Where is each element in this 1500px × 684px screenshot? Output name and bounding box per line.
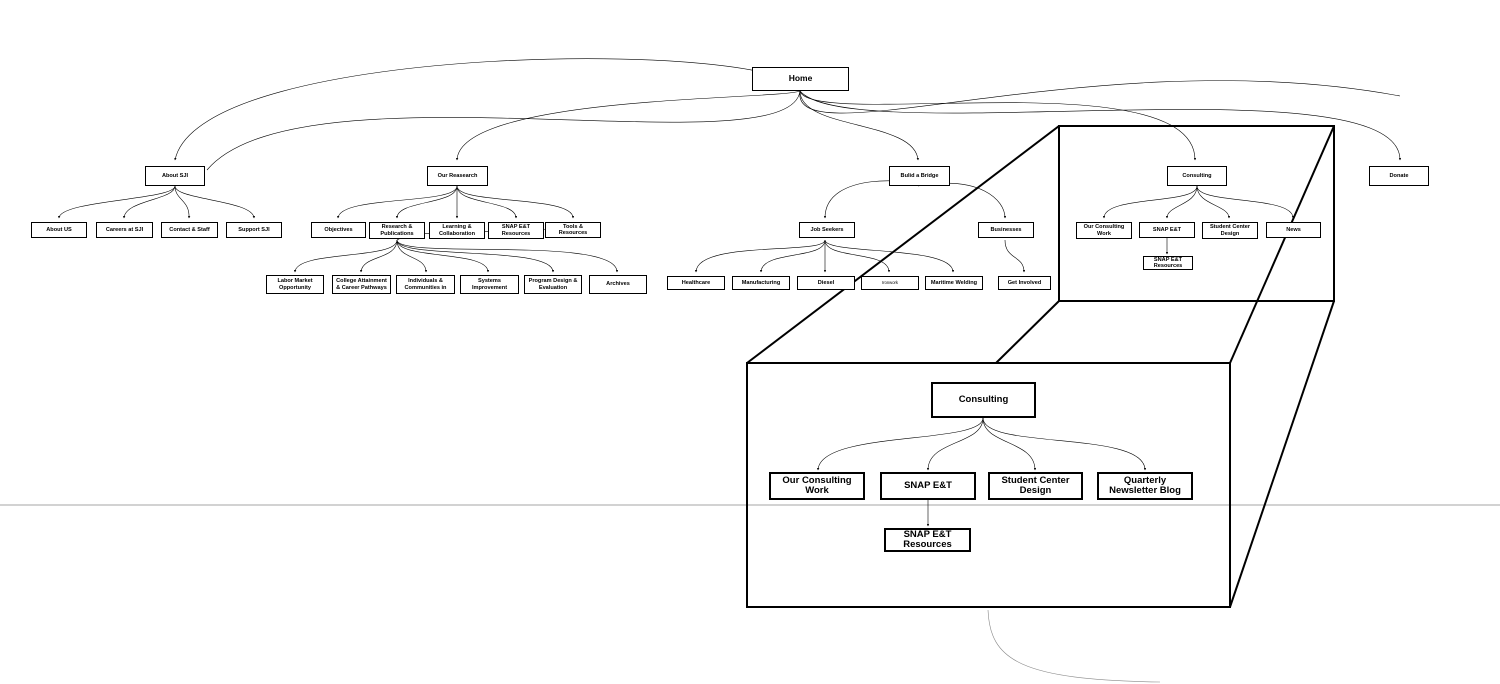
node-snap-et[interactable]: SNAP E&T <box>1139 222 1195 238</box>
node-systems-improvement[interactable]: Systems Improvement <box>460 275 519 294</box>
edge-pubs-archives <box>396 239 619 273</box>
node-job-seekers[interactable]: Job Seekers <box>799 222 855 238</box>
edge-research-pubs <box>395 185 458 219</box>
node-consulting[interactable]: Consulting <box>1167 166 1227 186</box>
node-news[interactable]: News <box>1266 222 1321 238</box>
edge-about-aboutus <box>57 185 176 219</box>
edge-pubs-program <box>396 239 555 273</box>
node-snap-et-resources[interactable]: SNAP E&T Resources <box>1143 256 1193 270</box>
node-contact-staff[interactable]: Contact & Staff <box>161 222 218 238</box>
edge-home-consulting <box>799 90 1197 161</box>
zoom-edge-line <box>995 300 1060 364</box>
node-individuals-communities[interactable]: Individuals & Communities in <box>396 275 455 294</box>
edge-home-bridge <box>799 90 920 161</box>
edge-js-ironwork <box>824 239 891 273</box>
edge-cons-news <box>1196 185 1295 219</box>
node-program-design[interactable]: Program Design & Evaluation <box>524 275 582 294</box>
node-diesel[interactable]: Diesel <box>797 276 855 290</box>
edge-cons-student <box>1196 185 1231 219</box>
zoom-edge-line <box>1229 125 1335 364</box>
node-build-a-bridge[interactable]: Bulid a Bridge <box>889 166 950 186</box>
edge-home-extra2 <box>799 80 1401 114</box>
node-student-center-design[interactable]: Student Center Design <box>1202 222 1258 239</box>
edge-research-objectives <box>336 185 458 219</box>
edge-pubs-individuals <box>396 239 428 273</box>
edge-cons-work <box>1102 185 1198 219</box>
node-archives[interactable]: Archives <box>589 275 647 294</box>
node-get-involved[interactable]: Get Involved <box>998 276 1051 290</box>
zoom-edge-newsletter <box>982 417 1147 471</box>
node-donate[interactable]: Donate <box>1369 166 1429 186</box>
node-about-us[interactable]: About US <box>31 222 87 238</box>
node-objectives[interactable]: Objectives <box>311 222 366 238</box>
zoom-edge-work <box>816 417 984 471</box>
edge-js-maritime <box>824 239 955 273</box>
edge-about-contact <box>174 185 191 219</box>
edge-js-healthcare <box>694 239 826 273</box>
zoom-inset-frame <box>746 362 1231 608</box>
edge-about-careers <box>122 185 176 219</box>
node-learning-collaboration[interactable]: Learning & Collaboration <box>429 222 485 239</box>
zoom-node-consulting[interactable]: Consulting <box>931 382 1036 418</box>
zoom-node-quarterly-newsletter-blog[interactable]: Quarterly Newsletter Blog <box>1097 472 1193 500</box>
edge-pubs-systems <box>396 239 490 273</box>
node-healthcare[interactable]: Healthcare <box>667 276 725 290</box>
edge-research-snap <box>456 185 518 219</box>
zoom-edge-line <box>746 125 1060 364</box>
edge-pubs-college <box>359 239 398 273</box>
zoom-node-snap-et[interactable]: SNAP E&T <box>880 472 976 500</box>
zoom-edge-line <box>1229 300 1335 608</box>
node-businesses[interactable]: Businesses <box>978 222 1034 238</box>
edge-home-extra1 <box>206 90 801 171</box>
edge-bridge-jobseekers <box>823 180 919 219</box>
edge-home-donate <box>799 90 1402 161</box>
edge-about-support <box>174 185 256 219</box>
edge-biz-involved <box>1004 239 1026 273</box>
node-careers[interactable]: Careers at SJI <box>96 222 153 238</box>
edge-js-manufacturing <box>759 239 826 273</box>
edge-cons-snap <box>1165 185 1198 219</box>
node-tools-resources[interactable]: Tools & Resources <box>545 222 601 238</box>
edge-home-about <box>174 58 801 161</box>
node-maritime-welding[interactable]: Maritime Welding <box>925 276 983 290</box>
node-about-sji[interactable]: About SJI <box>145 166 205 186</box>
node-support-sji[interactable]: Support SJI <box>226 222 282 238</box>
zoom-node-snap-et-resources[interactable]: SNAP E&T Resources <box>884 528 971 552</box>
edge-home-research <box>455 90 801 161</box>
zoom-node-our-consulting-work[interactable]: Our Consulting Work <box>769 472 865 500</box>
edge-research-tools <box>456 185 575 219</box>
node-our-consulting-work[interactable]: Our Consulting Work <box>1076 222 1132 239</box>
zoom-edge-student <box>982 417 1037 471</box>
node-our-research[interactable]: Our Reasearch <box>427 166 488 186</box>
zoom-source-frame <box>1058 125 1335 302</box>
node-college-attainment[interactable]: College Attainment & Career Pathways <box>332 275 391 294</box>
node-home[interactable]: Home <box>752 67 849 91</box>
node-research-publications[interactable]: Research & Publications <box>369 222 425 239</box>
zoom-node-student-center-design[interactable]: Student Center Design <box>988 472 1083 500</box>
node-manufacturing[interactable]: Manufacturing <box>732 276 790 290</box>
node-snap-et-resources-research[interactable]: SNAP E&T Resources <box>488 222 544 239</box>
node-ironwork[interactable]: Ironwork <box>861 276 919 290</box>
trailing-curve <box>987 609 1161 683</box>
node-labor-market[interactable]: Labor Market Opportunity <box>266 275 324 294</box>
edge-pubs-labor <box>293 239 398 273</box>
zoom-edge-snap <box>926 417 984 471</box>
